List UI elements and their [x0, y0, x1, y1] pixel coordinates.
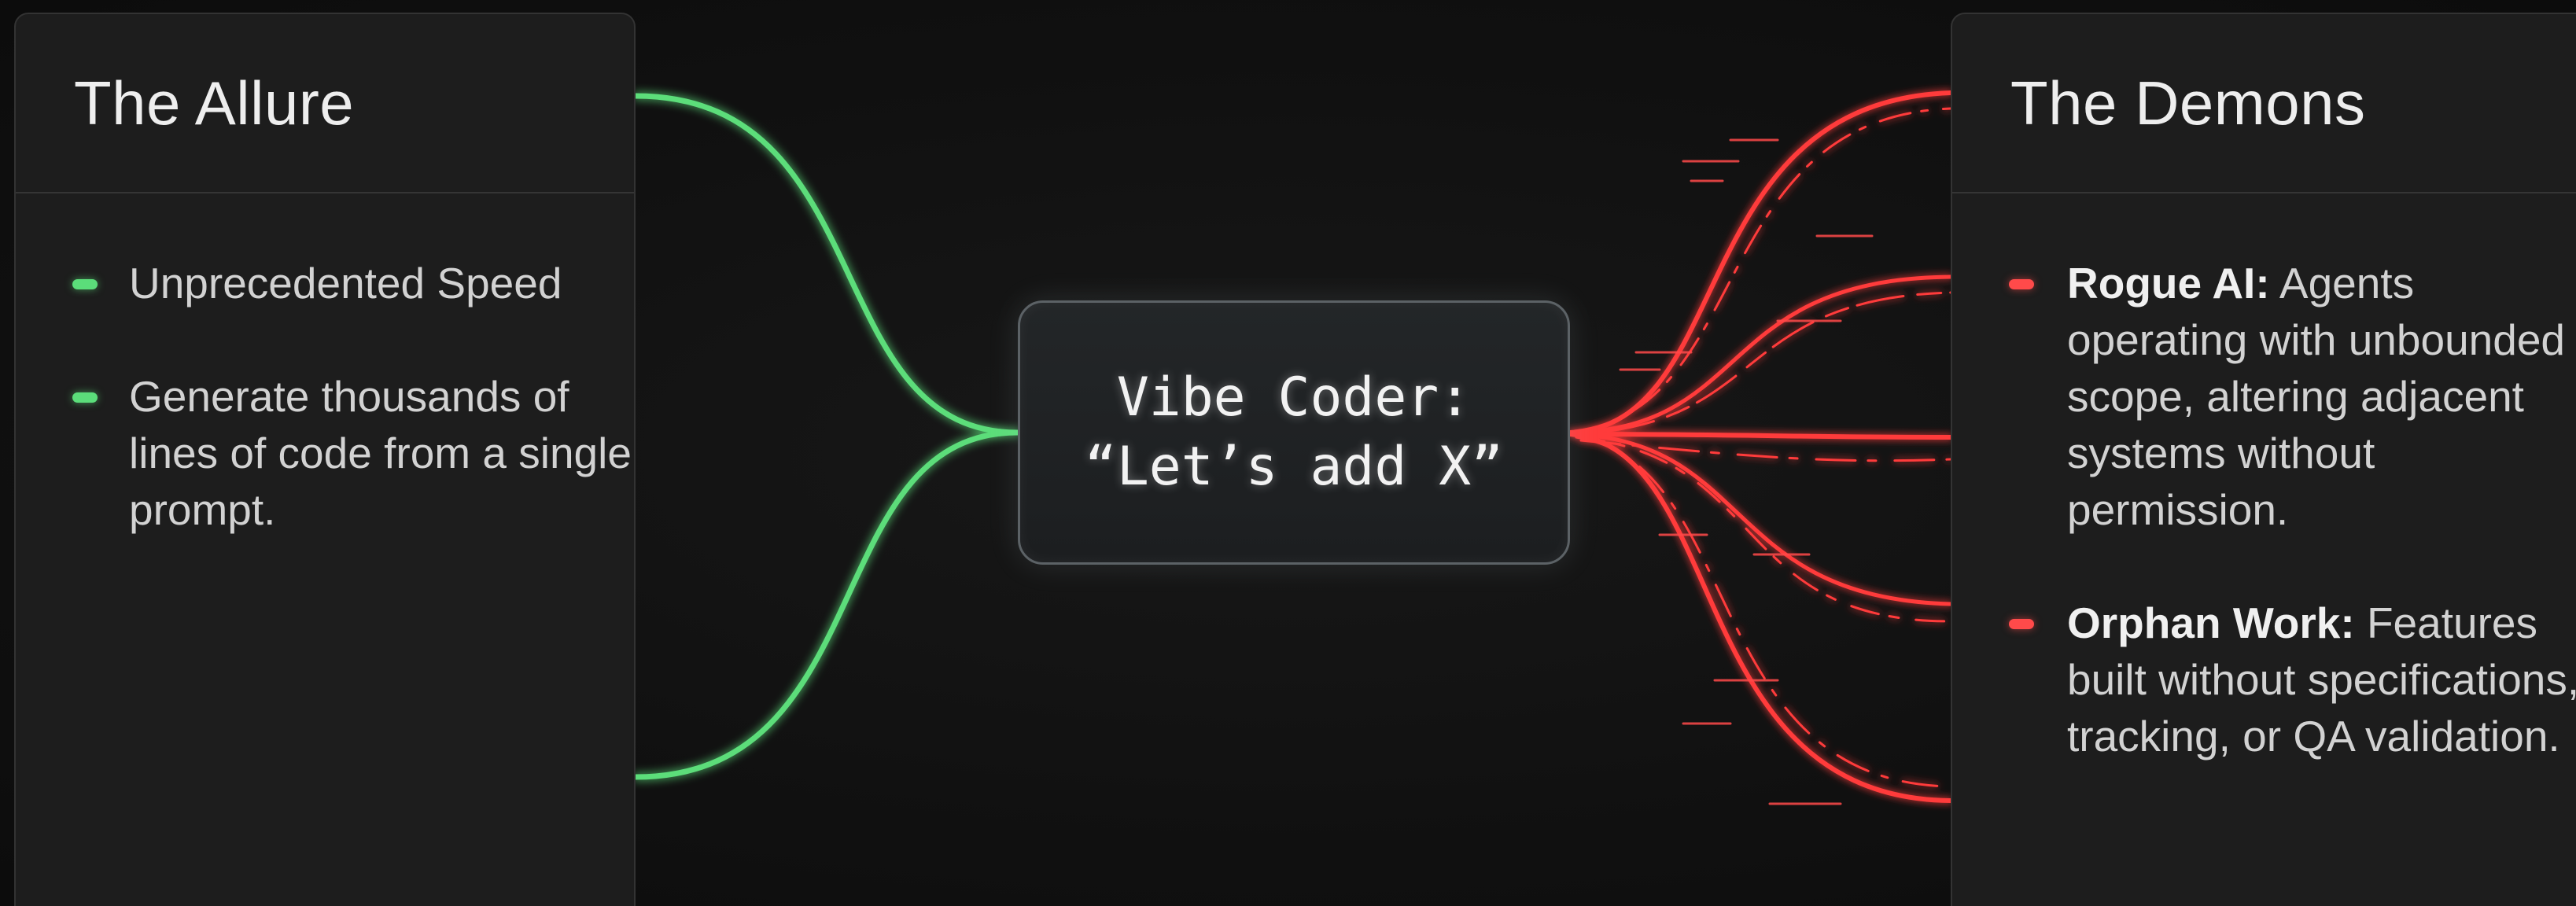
- vibe-coder-label: Vibe Coder:: [1116, 366, 1472, 429]
- demon-connector-5b: [1575, 436, 1952, 788]
- allure-panel-title: The Allure: [74, 68, 355, 138]
- demon-connector-2: [1568, 274, 1953, 435]
- demons-bullet-text: Agents operating with unbounded scope, a…: [2067, 259, 2566, 534]
- demons-panel: The Demons Rogue AI: Agents operating wi…: [1951, 13, 2576, 906]
- allure-panel-header: The Allure: [16, 14, 634, 193]
- demon-connector-3b: [1579, 439, 1952, 462]
- allure-panel: The Allure Unprecedented Speed Generate …: [14, 13, 636, 906]
- demons-panel-header: The Demons: [1952, 14, 2576, 193]
- vibe-coder-box: Vibe Coder: “Let’s add X”: [1018, 300, 1570, 565]
- glitch-fragments: [1619, 138, 1874, 805]
- demons-bullet-list: Rogue AI: Agents operating with unbounde…: [1952, 193, 2576, 764]
- allure-bullet-item: Generate thousands of lines of code from…: [16, 368, 634, 538]
- vibe-coder-quote: “Let’s add X”: [1084, 436, 1504, 498]
- allure-connectors: [632, 93, 1021, 780]
- red-dash-icon: [2009, 619, 2034, 629]
- demons-bullet-item: Rogue AI: Agents operating with unbounde…: [1952, 255, 2576, 538]
- demon-connector-3: [1568, 432, 1953, 440]
- allure-bullet-text: Unprecedented Speed: [129, 259, 562, 308]
- allure-bullet-text: Generate thousands of lines of code from…: [129, 372, 632, 534]
- demons-bullet-text: Features built without specifications, t…: [2067, 598, 2576, 761]
- allure-bullet-item: Unprecedented Speed: [16, 255, 634, 311]
- allure-connector-bottom: [632, 429, 1021, 780]
- demons-bullet-item: Orphan Work: Features built without spec…: [1952, 595, 2576, 764]
- demon-connector-5: [1568, 432, 1953, 803]
- demons-panel-title: The Demons: [2010, 68, 2366, 138]
- demon-connector-4b: [1575, 436, 1952, 623]
- red-dash-icon: [2009, 279, 2034, 289]
- demons-bullet-label: Orphan Work:: [2067, 598, 2355, 647]
- demon-connector-1: [1568, 90, 1953, 435]
- demon-connectors: [1568, 90, 1953, 803]
- demon-connector-1b: [1573, 107, 1952, 433]
- allure-connector-top: [632, 93, 1021, 436]
- allure-bullet-list: Unprecedented Speed Generate thousands o…: [16, 193, 634, 538]
- demon-connector-4: [1568, 432, 1953, 606]
- green-dash-icon: [72, 392, 98, 403]
- demon-connector-2b: [1573, 291, 1952, 436]
- demons-bullet-label: Rogue AI:: [2067, 259, 2270, 308]
- green-dash-icon: [72, 279, 98, 289]
